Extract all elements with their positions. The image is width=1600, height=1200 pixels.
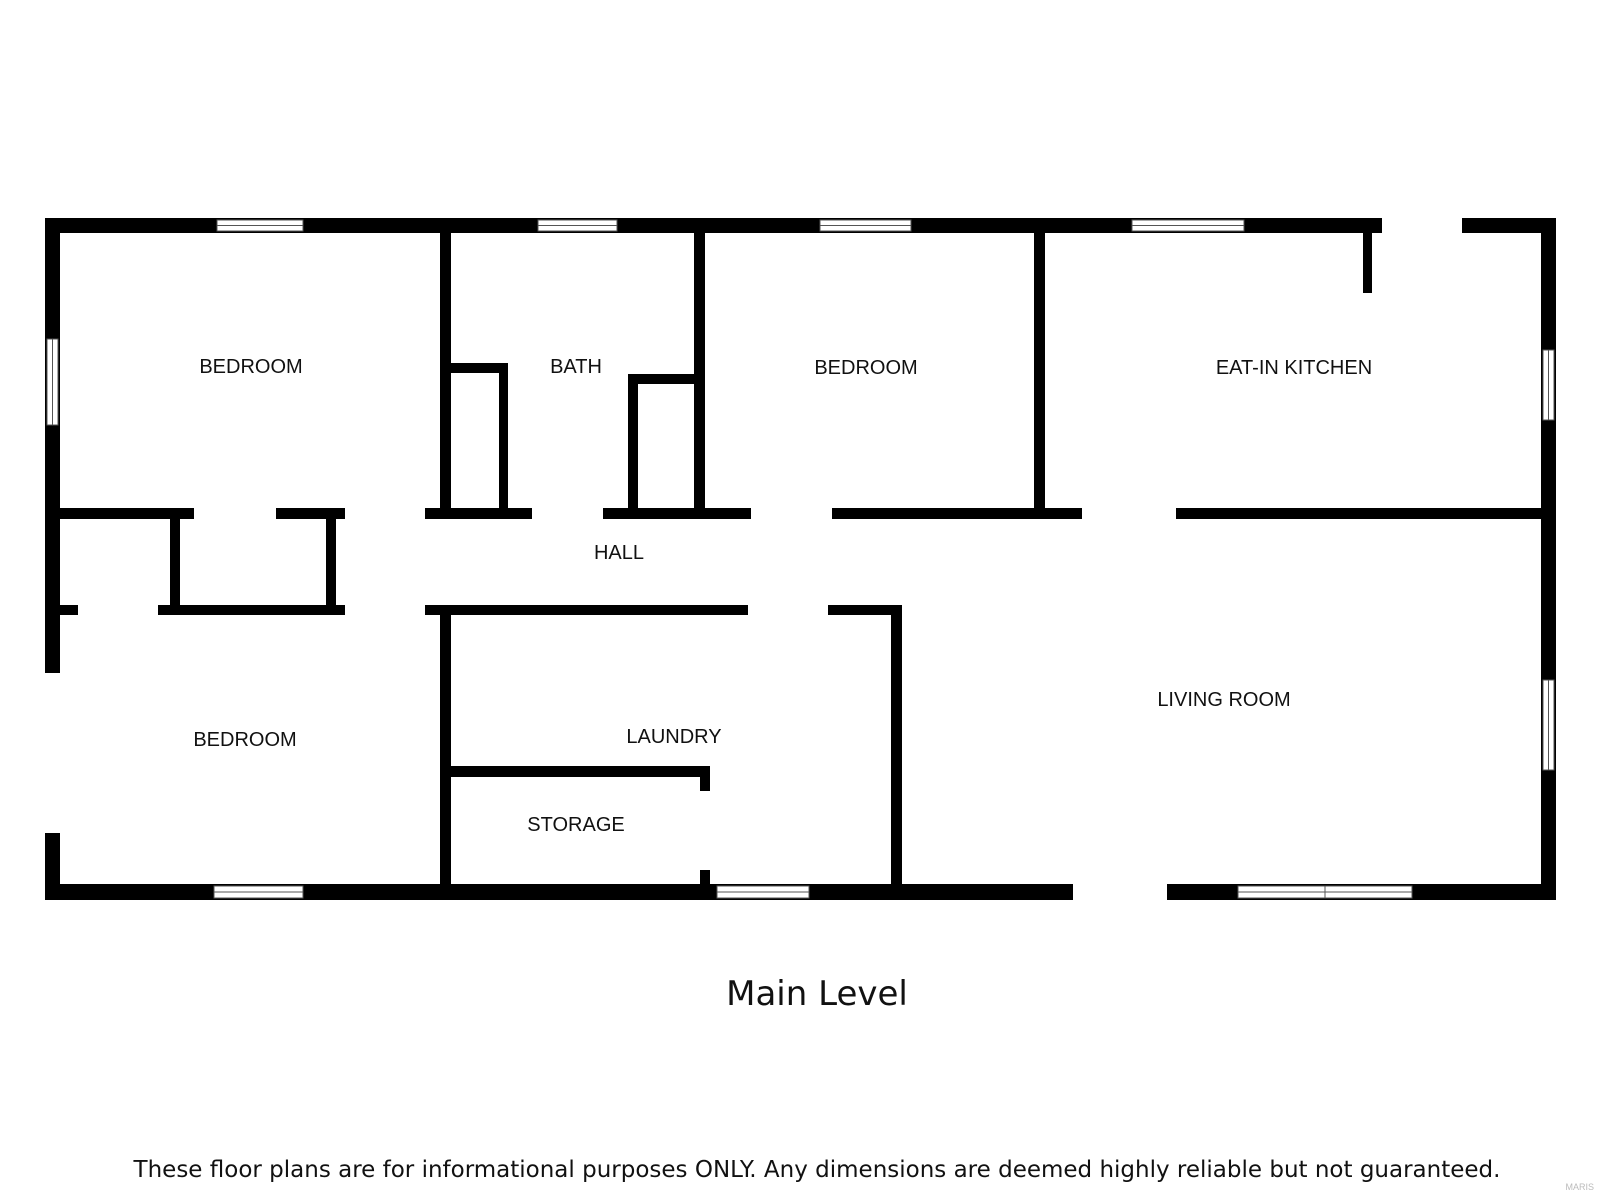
room-label-bath: BATH <box>550 356 602 378</box>
room-label-hall: HALL <box>594 542 644 564</box>
window <box>46 338 59 426</box>
wall-bath-bedroom2 <box>694 233 705 508</box>
wall-hall-top-3 <box>425 508 532 519</box>
window <box>1542 349 1555 421</box>
wall-laundry-living <box>891 605 902 885</box>
wall-hall-top-4 <box>603 508 751 519</box>
windows <box>46 219 1555 899</box>
wall-hall-top-6 <box>1176 508 1541 519</box>
room-label-kitchen: EAT-IN KITCHEN <box>1216 357 1372 379</box>
exterior-door-bedroom3 <box>45 673 60 833</box>
wall-kitchen-stub <box>1363 233 1372 293</box>
wall-hall-bottom-1 <box>60 605 78 615</box>
exterior-wall-left-upper <box>45 218 60 673</box>
window <box>1131 219 1245 232</box>
window <box>1237 885 1413 899</box>
room-label-bedroom-2: BEDROOM <box>814 357 917 379</box>
window <box>716 885 810 899</box>
window <box>819 219 912 232</box>
wall-bedroom2-kitchen <box>1034 233 1045 508</box>
wall-bedroom3-laundry <box>440 605 451 885</box>
wall-bath-closet-left-side <box>499 363 508 508</box>
walls <box>45 218 1556 900</box>
disclaimer: These floor plans are for informational … <box>133 1157 1501 1183</box>
room-label-living-room: LIVING ROOM <box>1157 689 1290 711</box>
exterior-wall-top-right <box>1462 218 1556 233</box>
exterior-wall-top <box>45 218 1382 233</box>
wall-storage-top <box>451 766 709 777</box>
window <box>213 885 304 899</box>
window <box>1542 679 1555 771</box>
room-label-laundry: LAUNDRY <box>626 726 721 748</box>
wall-hall-top-2 <box>276 508 345 519</box>
wall-hall-bottom-2 <box>158 605 345 615</box>
wall-storage-side-bottom <box>700 870 710 885</box>
exterior-door-kitchen <box>1382 218 1462 233</box>
wall-bath-closet-right-side <box>628 374 638 508</box>
level-title: Main Level <box>726 974 908 1014</box>
wall-bedroom1-bath <box>440 233 451 508</box>
watermark: MARIS <box>1565 1182 1594 1192</box>
wall-hall-top-5 <box>832 508 1082 519</box>
window <box>216 219 304 232</box>
room-label-storage: STORAGE <box>527 814 624 836</box>
openings <box>45 218 1462 900</box>
exterior-wall-right <box>1541 218 1556 900</box>
window <box>537 219 618 232</box>
wall-bath-closet-right-top <box>628 374 705 384</box>
wall-hall-closet-2 <box>326 519 336 606</box>
room-labels: BEDROOM BATH BEDROOM EAT-IN KITCHEN HALL… <box>193 356 1372 836</box>
exterior-wall-left-lower <box>45 833 60 900</box>
wall-hall-bottom-3 <box>425 605 748 615</box>
wall-bath-closet-left-top <box>451 363 508 373</box>
room-label-bedroom-3: BEDROOM <box>193 729 296 751</box>
room-label-bedroom-1: BEDROOM <box>199 356 302 378</box>
wall-storage-side-top <box>700 766 710 791</box>
wall-hall-closet-1 <box>170 519 180 606</box>
exterior-door-living <box>1073 884 1167 900</box>
wall-hall-bottom-4 <box>828 605 901 615</box>
wall-hall-top-1 <box>60 508 194 519</box>
